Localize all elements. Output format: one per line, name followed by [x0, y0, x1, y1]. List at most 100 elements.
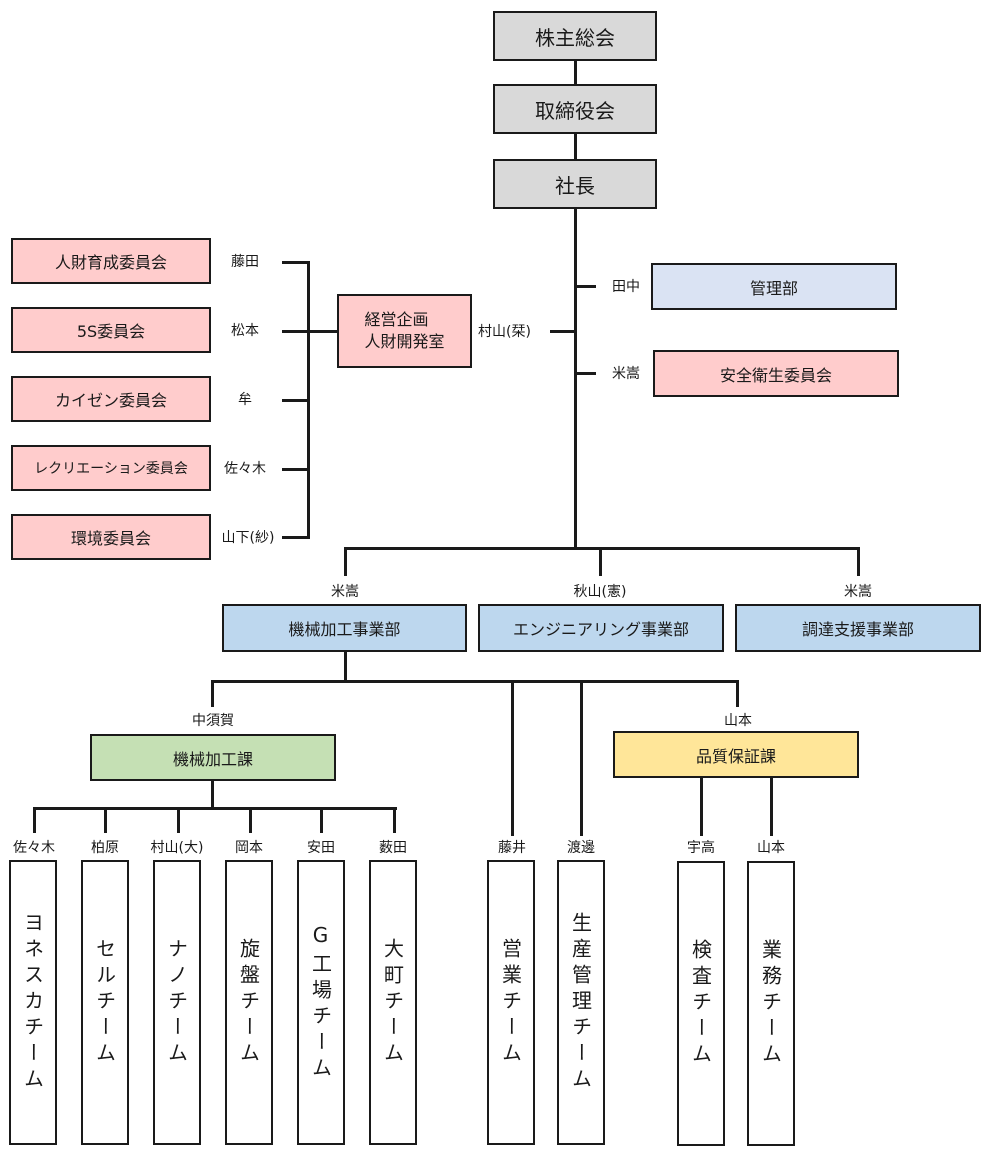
team-label: 大町チーム [380, 937, 405, 1068]
division-head-name: 米嵩 [844, 584, 872, 600]
line-committee-5 [282, 536, 309, 539]
line-bracket-office [309, 330, 338, 333]
president-label: 社長 [555, 173, 595, 198]
team-label: 業務チーム [758, 938, 783, 1069]
committee-box[interactable]: レクリエーション委員会 [11, 445, 211, 491]
team-label: ヨネスカチーム [20, 911, 45, 1094]
line-committee-1 [282, 261, 309, 264]
committee-label: 環境委員会 [70, 529, 151, 548]
committee-box[interactable]: 5S委員会 [11, 307, 211, 353]
line-to-safety [576, 372, 596, 375]
division-box[interactable]: 機械加工事業部 [222, 604, 467, 652]
line-division-3 [857, 547, 860, 576]
committee-box[interactable]: カイゼン委員会 [11, 376, 211, 422]
management-office-box[interactable]: 経営企画 人財開発室 [337, 294, 472, 368]
line-team-bus [33, 807, 397, 810]
team-box[interactable]: 旋盤チーム [225, 860, 273, 1145]
line-qa-team-1 [700, 777, 703, 836]
line-to-office [550, 330, 576, 333]
division-label: 機械加工事業部 [288, 620, 401, 639]
safety-committee-box[interactable]: 安全衛生委員会 [653, 350, 899, 397]
management-office-head-name: 村山(栞) [478, 324, 531, 340]
line-to-production [580, 680, 583, 836]
committee-box[interactable]: 人財育成委員会 [11, 238, 211, 284]
committee-head-name: 佐々木 [224, 461, 266, 477]
admin-department-box[interactable]: 管理部 [651, 263, 897, 310]
line-team-6 [393, 807, 396, 833]
line-team-2 [104, 807, 107, 833]
president-box[interactable]: 社長 [493, 159, 657, 209]
team-head-name: 岡本 [235, 840, 263, 856]
safety-committee-label: 安全衛生委員会 [719, 365, 832, 385]
team-box[interactable]: 業務チーム [747, 861, 795, 1146]
team-box[interactable]: ヨネスカチーム [9, 860, 57, 1145]
line-division-2 [599, 547, 602, 576]
line-to-admin [576, 285, 596, 288]
committee-label: カイゼン委員会 [54, 391, 167, 410]
line-section-bus [211, 680, 739, 683]
team-label: G工場チーム [308, 922, 333, 1083]
line-to-sales [511, 680, 514, 836]
line-president-spine [574, 209, 577, 549]
line-to-qa-section [736, 680, 739, 707]
section-head-name: 山本 [724, 713, 752, 729]
line-division-down [344, 652, 347, 682]
team-head-name: 佐々木 [13, 840, 55, 856]
team-label: 営業チーム [498, 937, 523, 1068]
division-box[interactable]: エンジニアリング事業部 [478, 604, 724, 652]
team-head-name: 村山(大) [150, 840, 204, 856]
committee-label: 5S委員会 [76, 322, 146, 341]
team-box[interactable]: 生産管理チーム [557, 860, 605, 1145]
management-office-label: 経営企画 人財開発室 [364, 310, 445, 351]
admin-head-name: 田中 [612, 279, 640, 295]
qa-section-box[interactable]: 品質保証課 [613, 731, 859, 778]
board-of-directors-label: 取締役会 [535, 98, 615, 123]
board-of-directors-box[interactable]: 取締役会 [493, 84, 657, 134]
safety-head-name: 米嵩 [612, 366, 640, 382]
machining-section-box[interactable]: 機械加工課 [90, 734, 336, 781]
team-head-name: 渡邊 [567, 840, 595, 856]
line-committee-3 [282, 399, 309, 402]
team-box[interactable]: ナノチーム [153, 860, 201, 1145]
machining-section-label: 機械加工課 [172, 749, 253, 769]
team-label: セルチーム [92, 937, 117, 1068]
division-head-name: 米嵩 [331, 584, 359, 600]
line-team-4 [249, 807, 252, 833]
team-box[interactable]: G工場チーム [297, 860, 345, 1145]
team-label: ナノチーム [164, 937, 189, 1068]
team-head-name: 山本 [757, 840, 785, 856]
team-box[interactable]: 検査チーム [677, 861, 725, 1146]
team-label: 旋盤チーム [236, 937, 261, 1068]
committee-head-name: 松本 [231, 323, 259, 339]
line-board-president [574, 134, 577, 159]
committee-head-name: 山下(紗) [221, 530, 275, 546]
committee-box[interactable]: 環境委員会 [11, 514, 211, 560]
line-committee-4 [282, 468, 309, 471]
team-head-name: 宇高 [687, 840, 715, 856]
team-head-name: 薮田 [379, 840, 407, 856]
section-head-name: 中須賀 [192, 713, 234, 729]
admin-department-label: 管理部 [749, 278, 798, 298]
committee-head-name: 牟 [238, 392, 252, 408]
team-box[interactable]: 大町チーム [369, 860, 417, 1145]
line-qa-team-2 [770, 777, 773, 836]
committee-head-name: 藤田 [231, 254, 259, 270]
team-head-name: 藤井 [498, 840, 526, 856]
shareholders-meeting-box[interactable]: 株主総会 [493, 11, 657, 61]
line-team-1 [33, 807, 36, 833]
team-head-name: 柏原 [91, 840, 119, 856]
team-label: 検査チーム [688, 938, 713, 1069]
line-division-1 [344, 547, 347, 576]
committee-label: レクリエーション委員会 [34, 461, 188, 477]
committee-label: 人財育成委員会 [54, 253, 167, 272]
team-head-name: 安田 [307, 840, 335, 856]
shareholders-meeting-label: 株主総会 [535, 25, 615, 50]
line-to-machining-section [211, 680, 214, 707]
line-shareholders-board [574, 61, 577, 84]
line-team-5 [320, 807, 323, 833]
line-committee-2 [282, 330, 309, 333]
team-box[interactable]: 営業チーム [487, 860, 535, 1145]
division-head-name: 秋山(憲) [573, 584, 627, 600]
team-box[interactable]: セルチーム [81, 860, 129, 1145]
division-box[interactable]: 調達支援事業部 [735, 604, 981, 652]
